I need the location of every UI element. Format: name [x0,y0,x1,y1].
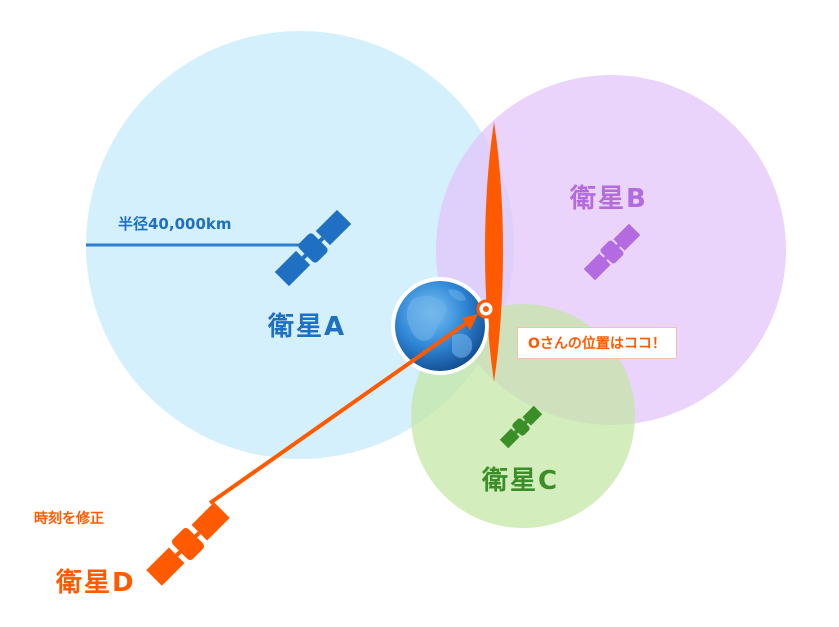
radius-label: 半径40,000km [118,215,232,233]
earth-icon [391,277,489,375]
position-marker-center [483,306,489,312]
signal-arrow [208,320,470,505]
satellite-a-label: 衛星A [268,312,347,342]
satellite-a-icon [274,209,352,287]
satellite-b-label: 衛星B [570,184,648,214]
satellite-c-label: 衛星C [482,466,560,496]
satellite-b-icon [583,223,641,281]
satellite-d-icon [146,502,230,586]
arrow-head [462,314,478,330]
satellite-d-label: 衛星D [56,568,136,598]
position-callout: Oさんの位置はココ！ [517,327,677,359]
correct-time-label: 時刻を修正 [34,511,104,527]
satellite-c-icon [499,405,543,449]
